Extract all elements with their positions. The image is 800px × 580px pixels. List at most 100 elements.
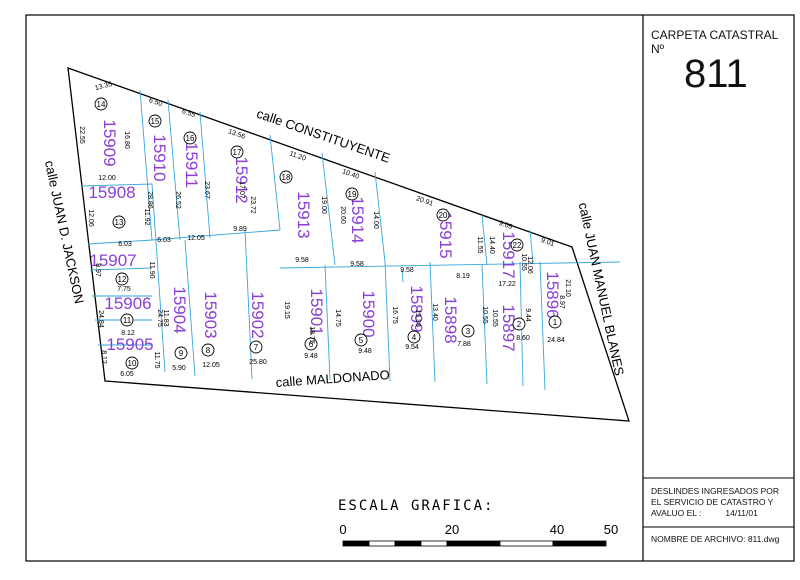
lot-number: 1 — [553, 318, 558, 327]
lot-number: 14 — [97, 100, 106, 109]
scale-tick-label: 40 — [550, 522, 564, 537]
dimension-label: 16.80 — [123, 131, 130, 149]
dimension-label: 10.55 — [520, 253, 527, 271]
parcel-division-line — [321, 152, 336, 266]
lot-number-circle — [94, 97, 108, 111]
parcel-number: 15906 — [104, 294, 151, 313]
dimension-label: 8.12 — [121, 330, 135, 337]
lot-number: 16 — [186, 134, 195, 143]
parcel-number: 15911 — [182, 142, 201, 188]
lot-number-circle — [354, 333, 368, 347]
deslindes-label: AVALUO EL : — [651, 508, 702, 518]
scale-bar-segment — [499, 540, 554, 547]
dimension-label: 9.89 — [233, 226, 247, 233]
lot-number-circle — [436, 208, 450, 222]
lot-number: 3 — [466, 327, 471, 336]
lot-number: 10 — [128, 359, 137, 368]
parcel-number: 15900 — [359, 290, 378, 337]
lot-number: 22 — [513, 241, 522, 250]
parcel-division-line — [167, 99, 181, 241]
parcel-number: 15897 — [499, 304, 518, 351]
dimension-label: 9.54 — [405, 344, 419, 351]
parcel-division-line — [374, 171, 386, 263]
dimension-label: 8.97 — [94, 263, 101, 277]
dimension-label: 11.55 — [476, 237, 483, 254]
street-label-east: calle JUAN MANUEL BLANES — [576, 201, 627, 377]
dimension-label: 26.52 — [174, 191, 181, 209]
street-label-west: calle JUAN D. JACKSON — [42, 159, 87, 305]
dimension-label: 12.06 — [87, 209, 94, 227]
lot-number-circle — [201, 343, 215, 357]
dimension-label: 12.05 — [187, 235, 205, 242]
lot-number-circle — [174, 346, 188, 360]
dimension-label: 9.48 — [304, 353, 318, 360]
dimension-label: 11.83 — [162, 310, 169, 327]
dimension-label: 11.75 — [153, 352, 160, 369]
scale-bar-segment — [420, 540, 448, 547]
lot-number-circle — [249, 340, 263, 354]
parcel-division-line — [324, 264, 331, 381]
lot-number-circle — [548, 315, 562, 329]
dimension-label: 19.00 — [320, 196, 327, 214]
scale-tick-label: 50 — [604, 522, 618, 537]
parcel-number: 15915 — [436, 211, 455, 258]
parcel-division-line — [151, 183, 166, 373]
parcel-number: 15913 — [294, 191, 313, 238]
lot-number-circle — [510, 238, 524, 252]
lot-number: 5 — [359, 336, 364, 345]
parcel-number: 15907 — [89, 251, 136, 270]
lot-number: 13 — [115, 218, 124, 227]
parcel-division-line — [89, 267, 153, 271]
deslindes-line1: DESLINDES INGRESADOS POR — [651, 486, 780, 496]
dimension-label: 11.92 — [143, 209, 150, 226]
lot-number: 20 — [439, 211, 448, 220]
lot-number-circle — [461, 324, 475, 338]
parcel-number: 15899 — [407, 285, 426, 332]
parcel-division-line — [401, 269, 404, 283]
dimension-label: 24.84 — [547, 337, 565, 344]
dimension-label: 23.67 — [203, 181, 210, 199]
lot-number: 11 — [123, 316, 132, 325]
lot-number-circle — [512, 317, 526, 331]
deslindes-line3: AVALUO EL :14/11/01 — [651, 508, 791, 519]
dimension-label: 8.19 — [456, 273, 470, 280]
dimension-label: 9.48 — [358, 348, 372, 355]
parcel-division-line — [244, 229, 253, 380]
lot-number: 8 — [206, 346, 211, 355]
lot-number-circle — [148, 114, 162, 128]
parcel-division-line — [269, 134, 281, 231]
dimension-label: 9.44 — [524, 308, 531, 322]
lot-number: 9 — [179, 349, 184, 358]
scale-tick-label: 0 — [339, 522, 346, 537]
dimension-label: 28.86 — [146, 191, 153, 209]
lot-number: 17 — [233, 148, 242, 157]
lot-number: 18 — [282, 173, 291, 182]
dimension-label: 9.58 — [350, 261, 364, 268]
dimension-label: 10.55 — [491, 309, 498, 327]
dimension-label: 13.40 — [431, 303, 438, 321]
dimension-label: 8.60 — [516, 335, 530, 342]
dimension-label: 24.84 — [97, 310, 104, 328]
parcel-division-line — [151, 229, 281, 241]
dimension-label: 8.12 — [100, 350, 107, 364]
dimension-label: 24.75 — [156, 309, 163, 327]
lot-number: 7 — [254, 343, 259, 352]
dimension-label: 6.05 — [120, 371, 134, 378]
parcel-number: 15909 — [100, 119, 119, 166]
lot-number-circle — [112, 215, 126, 229]
dimension-label: 6.03 — [157, 237, 171, 244]
parcel-division-line — [529, 229, 534, 263]
carpeta-title: CARPETA CATASTRAL Nº — [651, 28, 778, 56]
parcel-division-line — [279, 261, 621, 269]
parcel-number: 15898 — [441, 296, 460, 343]
dimension-label: 12.06 — [526, 256, 533, 274]
dimension-label: 20.60 — [339, 206, 346, 224]
scale-bar-segment — [552, 540, 607, 547]
dimension-label: 14.75 — [334, 309, 341, 327]
parcel-number: 15908 — [88, 183, 135, 202]
parcel-number: 15901 — [307, 288, 326, 335]
lot-number: 12 — [118, 275, 127, 284]
lot-number-circle — [183, 131, 197, 145]
parcel-division-line — [139, 89, 153, 241]
file-name: NOMBRE DE ARCHIVO: 811.dwg — [651, 534, 780, 544]
